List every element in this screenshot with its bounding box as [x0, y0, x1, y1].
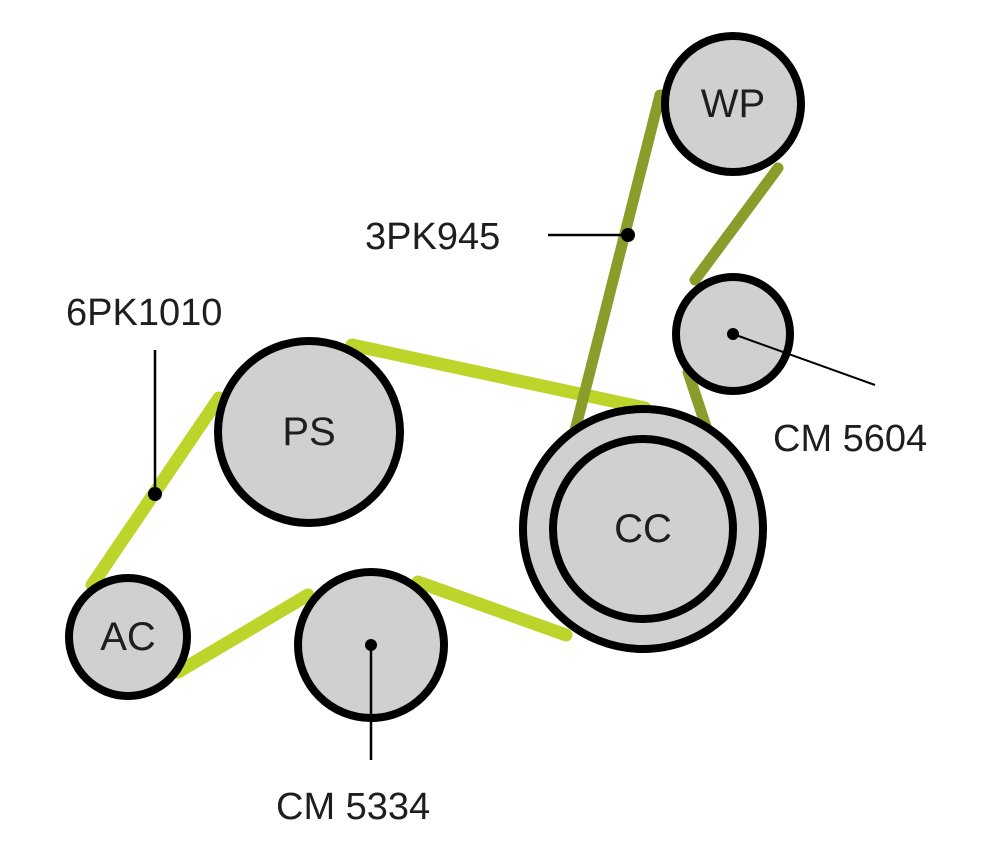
pulley-ac-disc [65, 574, 191, 700]
callout-3pk945-dot [621, 228, 635, 242]
belt-3pk-segment-wp-cc [557, 89, 666, 484]
callout-3pk945: 3PK945 [365, 216, 635, 258]
pulley-wp-label: WP [701, 82, 765, 126]
pulley-ps-label: PS [282, 410, 335, 454]
belt-3pk-segment-wp-cm5604 [689, 162, 784, 286]
pulley-wp: WP [661, 32, 805, 176]
callout-cm5604-leader [732, 333, 876, 386]
callout-6pk1010-label: 6PK1010 [66, 292, 222, 334]
callout-cm5334-label: CM 5334 [276, 786, 430, 828]
belt-6pk-segment-cm5334-cc [411, 575, 573, 642]
callout-6pk1010-dot [148, 487, 162, 501]
callout-3pk945-label: 3PK945 [365, 216, 500, 258]
pulley-wp-disc [661, 32, 805, 176]
pulley-ac-label: AC [100, 615, 156, 659]
callout-6pk1010: 6PK1010 [66, 292, 222, 501]
belt-6pk1010 [85, 338, 652, 679]
callout-cm5334: CM 5334 [276, 645, 430, 828]
pulley-ps-disc [214, 337, 404, 527]
pulley-ps: PS [214, 337, 404, 527]
pulley-cc: CC [519, 405, 767, 653]
callout-cm5604: CM 5604 [732, 333, 927, 460]
pulley-cc-inner-disc [549, 435, 737, 623]
belt-6pk-segment-ac-cm5334 [171, 588, 315, 679]
pulley-ac: AC [65, 574, 191, 700]
belt-6pk-segment-ps-cc [345, 338, 652, 415]
pulley-cc-label: CC [614, 507, 672, 551]
callout-cm5604-label: CM 5604 [773, 418, 927, 460]
